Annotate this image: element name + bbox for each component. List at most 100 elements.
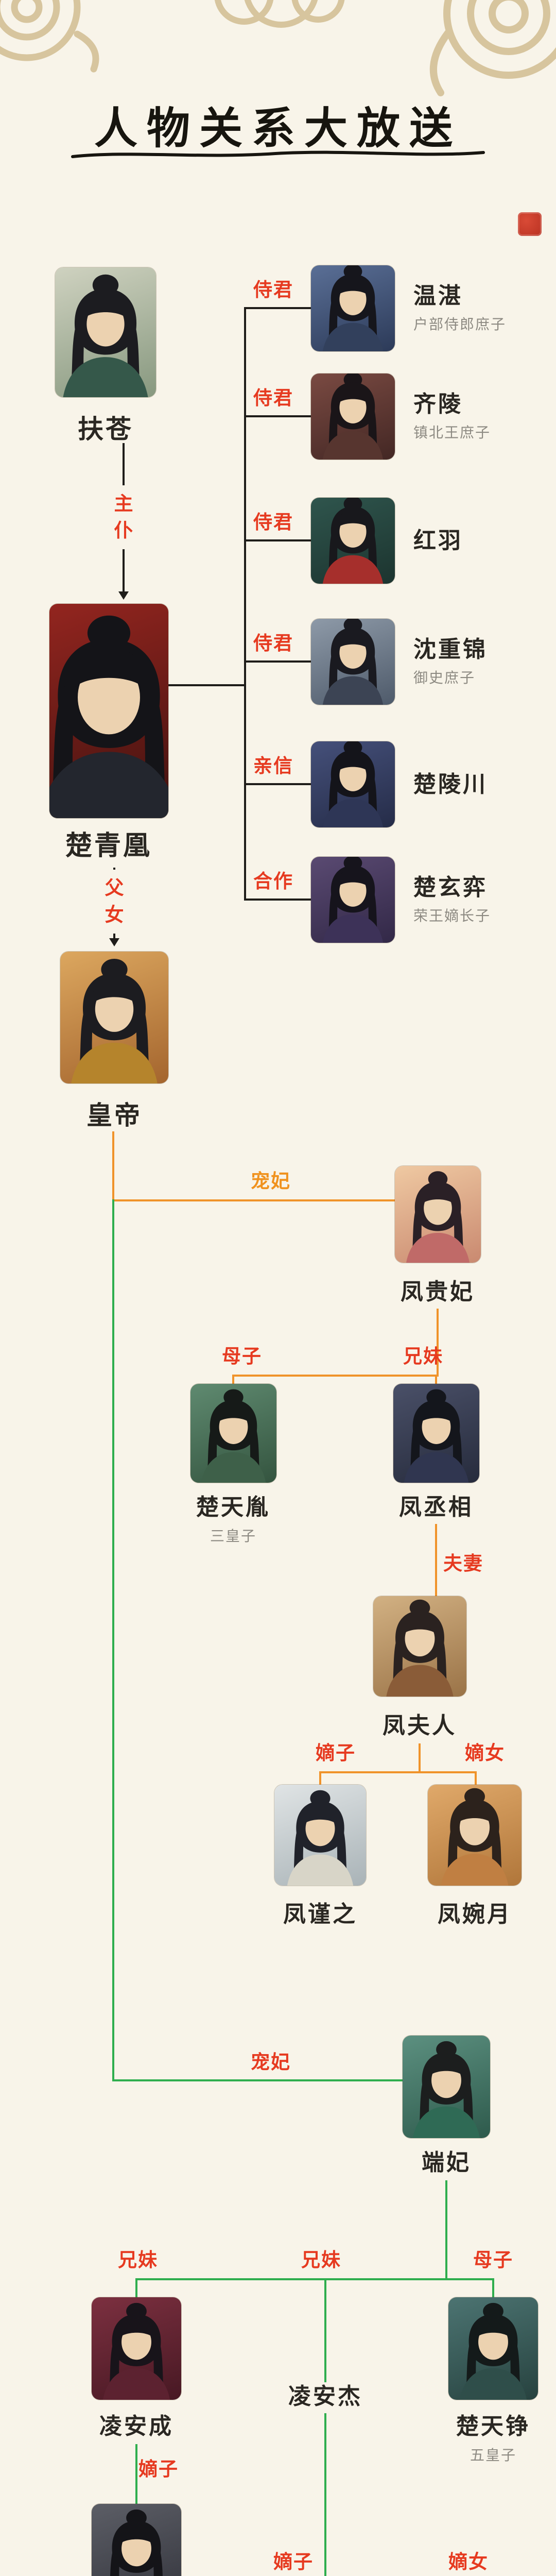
relationship-line [324, 2278, 326, 2382]
relationship-label: 宠妃 [251, 2052, 291, 2073]
character-name: 温湛 [413, 283, 463, 309]
portrait-fengjinzhi [274, 1785, 366, 1886]
relationship-line [435, 1375, 437, 1385]
relationship-label: 侍君 [253, 512, 293, 533]
person-silhouette-icon [322, 265, 384, 351]
relationship-label: 亲信 [253, 755, 293, 776]
person-silhouette-icon [322, 741, 384, 827]
caption-linganjie: 凌安杰 [238, 2383, 413, 2410]
person-silhouette-icon [406, 1171, 470, 1263]
caption-chuxuanyi: 楚玄弈荣王嫡长子 [413, 857, 552, 943]
person-silhouette-icon [322, 857, 384, 943]
character-name: 凌安杰 [288, 2384, 362, 2409]
relationship-line [112, 1131, 114, 1201]
relationship-label: 嫡子 [316, 1742, 356, 1764]
relationship-line [245, 899, 312, 901]
relationship-label: 嫡子 [273, 2551, 314, 2572]
person-silhouette-icon [412, 2041, 480, 2138]
relationship-line [419, 1743, 421, 1773]
relationship-line [475, 1771, 477, 1786]
person-silhouette-icon [404, 1389, 469, 1483]
portrait-chuqinghuang [49, 604, 168, 818]
character-name: 楚天胤 [196, 1495, 270, 1520]
portrait-hongyu [311, 498, 395, 584]
caption-wenzhan: 温湛户部侍郎庶子 [413, 265, 552, 351]
caption-fucang: 扶苍 [18, 414, 193, 445]
portrait-qiling [311, 374, 395, 460]
caption-fengfuren: 凤夫人 [332, 1713, 507, 1739]
character-name: 楚玄弈 [413, 874, 488, 900]
caption-fengchengxiang: 凤丞相 [349, 1494, 524, 1521]
caption-hongyu: 红羽 [413, 498, 552, 584]
person-silhouette-icon [441, 1788, 509, 1886]
relationship-line [112, 1199, 395, 1201]
relationship-label: 嫡子 [138, 2459, 179, 2480]
person-silhouette-icon [322, 498, 384, 584]
portrait-lingyan [92, 2504, 181, 2576]
caption-chutianyin: 楚天胤三皇子 [146, 1494, 321, 1546]
person-silhouette-icon [102, 2302, 170, 2400]
relationship-label: 嫡女 [465, 1742, 505, 1764]
relationship-label: 嫡女 [448, 2551, 489, 2572]
arrowhead-down-icon [118, 591, 129, 600]
relationship-line [135, 2278, 494, 2280]
relationship-label: 夫妻 [443, 1553, 483, 1574]
character-name: 凤丞相 [399, 1495, 473, 1520]
character-subtitle: 镇北王庶子 [413, 425, 491, 441]
portrait-chulingchuan [311, 741, 395, 827]
caption-fengwanyue: 凤婉月 [387, 1901, 556, 1928]
relationship-line [319, 1771, 477, 1773]
portrait-lingancheng [92, 2297, 181, 2400]
relationship-label: 主仆 [112, 485, 135, 549]
character-name: 扶苍 [78, 415, 133, 444]
relationship-line [245, 307, 312, 309]
title-underline [71, 150, 485, 158]
relationship-line [492, 2278, 494, 2298]
portrait-wenzhan [311, 265, 395, 351]
portrait-fengfuren [373, 1596, 466, 1697]
character-name: 凤谨之 [283, 1902, 357, 1927]
relationship-label: 母子 [222, 1346, 262, 1367]
arrowhead-down-icon [109, 938, 119, 946]
relationship-line [232, 1375, 234, 1385]
character-name: 楚天铮 [456, 2414, 530, 2439]
portrait-chutianzheng [448, 2297, 538, 2400]
person-silhouette-icon [386, 1599, 454, 1697]
caption-lingancheng: 凌安成 [49, 2413, 224, 2440]
person-silhouette-icon [49, 615, 168, 818]
red-seal-stamp [518, 212, 542, 236]
portrait-fengwanyue [428, 1785, 522, 1886]
character-name: 凤夫人 [383, 1713, 457, 1738]
relationship-line [135, 2278, 137, 2298]
caption-chuqinghuang: 楚青凰 [21, 831, 196, 862]
relationship-label: 母子 [473, 2249, 513, 2270]
relationship-line [112, 1199, 114, 2081]
caption-shenchongjin: 沈重锦御史庶子 [413, 619, 552, 705]
page-title: 人物关系大放送 [94, 104, 462, 152]
relationship-line [168, 684, 245, 686]
relationship-label: 兄妹 [118, 2249, 158, 2270]
character-name: 楚青凰 [65, 831, 152, 861]
character-name: 凌安成 [99, 2414, 173, 2439]
character-name: 齐陵 [413, 391, 463, 417]
relationship-line [445, 2180, 447, 2280]
character-name: 端妃 [422, 2150, 471, 2175]
relationship-label: 兄妹 [403, 1346, 443, 1367]
relationship-line [112, 2079, 403, 2081]
character-subtitle: 三皇子 [210, 1528, 256, 1544]
character-name: 皇帝 [86, 1101, 142, 1130]
person-silhouette-icon [201, 1389, 266, 1483]
relationship-line [437, 1309, 439, 1377]
portrait-fucang [55, 267, 156, 397]
portrait-duanfei [403, 2036, 490, 2138]
person-silhouette-icon [322, 619, 384, 705]
caption-duanfei: 端妃 [359, 2149, 534, 2176]
caption-fengjinzhi: 凤谨之 [233, 1901, 408, 1928]
relationship-line [324, 2413, 326, 2576]
relationship-label: 父女 [102, 870, 126, 934]
portrait-chuxuanyi [311, 857, 395, 943]
caption-huangdi: 皇帝 [27, 1100, 202, 1131]
relationship-label: 兄妹 [301, 2249, 341, 2270]
character-name: 红羽 [413, 528, 463, 553]
